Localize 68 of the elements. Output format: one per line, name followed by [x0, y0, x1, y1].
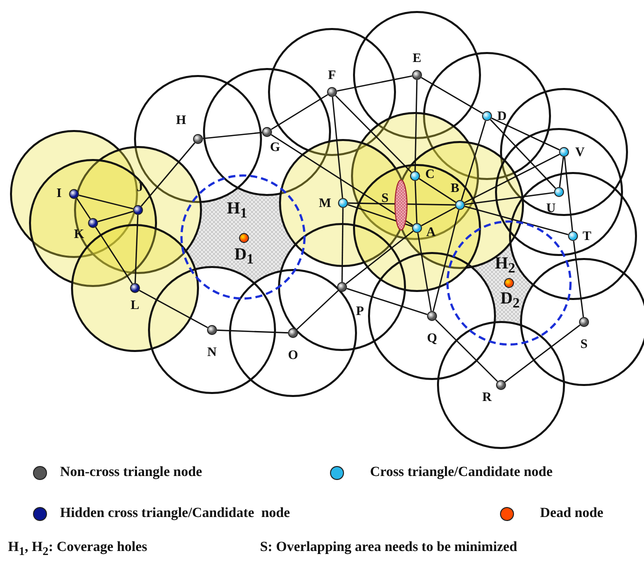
- legend-text: Hidden cross triangle/Candidate node: [60, 506, 290, 522]
- connection-line: [464, 154, 560, 204]
- connection-line: [332, 96, 344, 198]
- connection-line: [134, 214, 138, 284]
- connection-line: [418, 178, 456, 203]
- connection-line: [139, 290, 208, 328]
- connection-line: [414, 80, 418, 172]
- connection-line: [421, 206, 456, 226]
- connection-line: [420, 76, 484, 114]
- hole-label: H$_{1}$: [226, 199, 248, 223]
- connection-line: [335, 95, 412, 173]
- node-label: P: [356, 304, 364, 318]
- node-label: B: [450, 181, 460, 195]
- connection-line: [564, 156, 574, 232]
- connection-line: [491, 118, 560, 150]
- connection-line: [202, 132, 262, 140]
- node-label: G: [270, 140, 280, 154]
- node-label: S: [381, 191, 389, 205]
- node-label: M: [318, 196, 332, 210]
- node-label: U: [546, 201, 556, 215]
- connection-line: [573, 240, 584, 318]
- node-label: S: [580, 337, 588, 351]
- node-label: F: [328, 68, 336, 82]
- connection-line: [414, 180, 418, 224]
- node-label: D$_{1}$: [234, 245, 254, 269]
- legend-text: Dead node: [540, 506, 604, 522]
- connection-line: [140, 142, 196, 207]
- connection-line: [464, 192, 554, 205]
- connection-line: [270, 134, 414, 226]
- connection-line: [464, 206, 568, 236]
- connection-line: [270, 94, 328, 130]
- connection-line: [346, 230, 414, 284]
- note-text: S: Overlapping area needs to be minimized: [260, 540, 518, 556]
- connection-line: [346, 288, 428, 316]
- connection-line: [504, 324, 580, 382]
- node-label: I: [56, 186, 62, 200]
- node-label: C: [425, 167, 435, 181]
- node-label: N: [207, 345, 217, 359]
- legend-text: Non-cross triangle node: [60, 465, 202, 481]
- node-label: L: [130, 298, 140, 312]
- node-label: D$_{2}$: [500, 289, 520, 313]
- connection-line: [490, 119, 556, 189]
- connection-line: [98, 210, 134, 222]
- node-label: R: [482, 390, 492, 404]
- connection-line: [435, 319, 498, 382]
- connection-line: [336, 75, 412, 92]
- node-label: D: [497, 109, 507, 123]
- connection-line: [216, 330, 288, 334]
- note-text: H$_{1}$, H$_{2}$: Coverage holes: [8, 540, 148, 560]
- node-label: H: [176, 113, 186, 127]
- connection-line: [417, 232, 432, 312]
- connection-line: [341, 208, 344, 282]
- node-label: O: [288, 348, 298, 362]
- connection-line: [78, 194, 134, 210]
- node-label: V: [575, 145, 585, 159]
- node-label: A: [426, 225, 436, 239]
- connection-line: [460, 120, 486, 200]
- node-label: T: [582, 229, 592, 243]
- legend-text: Cross triangle/Candidate node: [370, 465, 553, 481]
- connection-line: [432, 210, 460, 312]
- node-label: E: [412, 51, 422, 65]
- connection-line: [348, 202, 456, 206]
- connection-line: [95, 226, 133, 284]
- connection-line: [558, 156, 564, 188]
- node-label: Q: [426, 331, 438, 345]
- hole-label: H$_{2}$: [494, 254, 516, 278]
- connection-line: [76, 198, 91, 220]
- connection-line: [296, 290, 339, 330]
